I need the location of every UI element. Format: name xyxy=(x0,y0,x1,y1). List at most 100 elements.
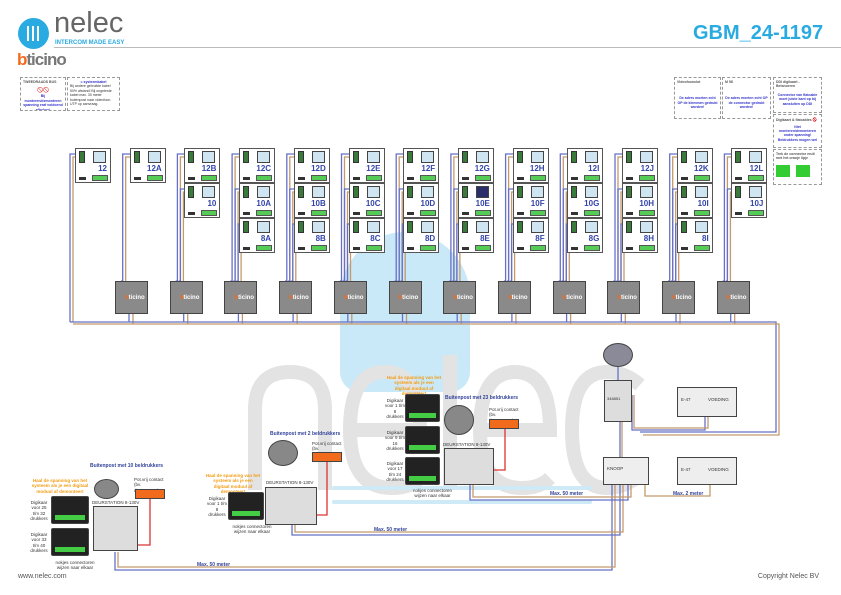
distance-label: Max. 2 meter xyxy=(673,491,704,497)
connector-icon xyxy=(584,175,601,181)
switch-detail-circle xyxy=(603,343,633,367)
distributor-brand: bticino xyxy=(507,295,528,301)
terminal-icon xyxy=(297,186,304,198)
distributor-brand: bticino xyxy=(672,295,692,301)
monitor-icon xyxy=(93,151,106,163)
apartment-label: 12K xyxy=(694,164,709,173)
watermark-tagline-shape xyxy=(332,486,592,504)
terminal-icon xyxy=(516,186,523,198)
connector-icon xyxy=(693,210,710,216)
connector-icon xyxy=(474,175,491,181)
footer-website[interactable]: www.nelec.com xyxy=(18,573,67,580)
plug-icon xyxy=(571,177,579,180)
connector-icon xyxy=(693,245,710,251)
plug-icon xyxy=(352,247,360,250)
digikaart xyxy=(51,496,89,524)
distributor-brand: bticino xyxy=(617,295,637,301)
apartment-label: 12E xyxy=(366,164,381,173)
connector-icon xyxy=(748,210,765,216)
apartment-label: 8F xyxy=(535,234,545,243)
door-station xyxy=(444,448,494,485)
relay-contact xyxy=(135,489,165,499)
apartment-label: 10D xyxy=(420,199,436,208)
connector-icon xyxy=(693,175,710,181)
monitor-icon xyxy=(749,186,763,198)
videophone-unit: 12G xyxy=(457,148,494,183)
plug-icon xyxy=(680,212,688,215)
terminal-icon xyxy=(680,186,687,198)
plug-icon xyxy=(133,177,141,180)
bus-distributor: bticino xyxy=(552,281,586,314)
brand-tagline: INTERCOM MADE EASY xyxy=(55,40,125,46)
plug-icon xyxy=(626,177,633,180)
wire xyxy=(472,485,632,498)
connector-icon xyxy=(365,210,382,216)
videophone-unit: 8G xyxy=(567,218,604,253)
terminal-icon xyxy=(680,151,687,163)
videophone-unit: 12L xyxy=(731,148,768,183)
connector-icon xyxy=(365,175,382,181)
terminal-icon xyxy=(243,221,250,233)
apartment-label: 10H xyxy=(639,199,654,208)
monitor-icon xyxy=(147,151,161,163)
digikaart xyxy=(51,528,89,556)
apartment-label: 12 xyxy=(98,164,107,173)
connector-icon xyxy=(201,210,218,216)
switch-module: 346851 xyxy=(604,380,632,422)
button-detail-circle xyxy=(94,479,119,499)
videophone-unit: 12D xyxy=(293,148,330,183)
monitor-icon xyxy=(585,221,599,233)
videophone-unit: 10G xyxy=(567,183,604,218)
terminal-icon xyxy=(626,151,632,163)
apartment-label: 10C xyxy=(365,199,381,208)
videophone-unit: 10F xyxy=(512,183,549,218)
videophone-unit: 10J xyxy=(731,183,768,218)
plug-icon xyxy=(461,177,469,180)
plug-icon xyxy=(407,212,415,215)
plug-icon xyxy=(626,212,633,215)
connector-icon xyxy=(310,245,327,251)
apartment-label: 8C xyxy=(370,234,381,243)
connector-icon xyxy=(92,175,108,181)
watermark-letter xyxy=(248,364,332,490)
plug-icon xyxy=(571,212,579,215)
plug-icon xyxy=(188,212,196,215)
plug-icon xyxy=(626,247,633,250)
videophone-unit: 10 xyxy=(184,183,221,218)
bus-distributor: bticino xyxy=(115,281,148,314)
terminal-icon xyxy=(461,186,468,198)
monitor-icon xyxy=(257,221,271,233)
monitor-icon xyxy=(749,151,763,163)
connector-icon xyxy=(256,175,273,181)
distributor-brand: bticino xyxy=(179,295,200,301)
monitor-icon xyxy=(257,151,271,163)
note-connector: Trek de connector eruit met het oranje l… xyxy=(773,149,822,185)
bus-distributor: bticino xyxy=(388,281,422,314)
connector-icon xyxy=(201,175,218,181)
videophone-column: 12A xyxy=(129,148,166,183)
relay-contact xyxy=(489,419,519,429)
apartment-label: 10I xyxy=(697,199,709,208)
wire xyxy=(631,395,706,431)
apartment-label: 10G xyxy=(584,199,600,208)
connector-icon xyxy=(748,175,765,181)
plug-icon xyxy=(516,212,524,215)
wire xyxy=(73,323,780,436)
videophone-unit: 8H xyxy=(622,218,658,253)
plug-icon xyxy=(352,212,360,215)
monitor-icon xyxy=(366,221,380,233)
apartment-label: 8I xyxy=(702,234,709,243)
connector-icon xyxy=(365,245,382,251)
apartment-label: 8B xyxy=(315,234,326,243)
terminal-icon xyxy=(188,151,195,163)
videophone-column: 12E 10C 8C xyxy=(348,148,385,253)
bus-distributor: bticino xyxy=(607,281,641,314)
